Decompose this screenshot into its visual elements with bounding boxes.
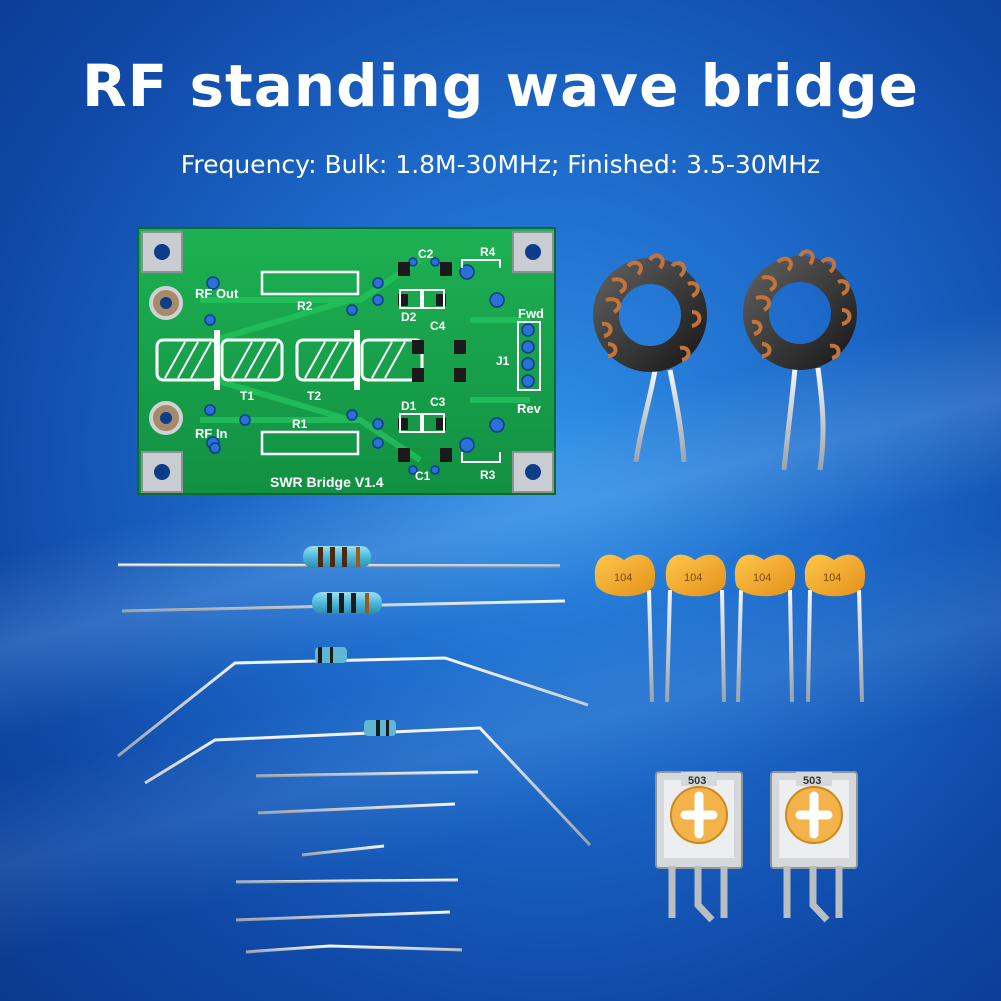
trimmer-code: 503	[803, 775, 821, 787]
ceramic-capacitor: 104	[665, 554, 727, 703]
pcb-ref-d2: D2	[401, 310, 417, 324]
pcb-ref-j1: J1	[496, 354, 510, 368]
pcb-ref-r3: R3	[480, 468, 496, 482]
pcb-ref-t1: T1	[240, 389, 254, 403]
resistor	[121, 592, 566, 614]
capacitor-code: 104	[753, 572, 771, 584]
pcb-label-rev: Rev	[517, 401, 542, 416]
pcb-board: RF Out RF In Fwd Rev SWR Bridge V1.4 R2 …	[137, 227, 556, 495]
page-title: RF standing wave bridge	[82, 52, 919, 120]
capacitor-code: 104	[684, 572, 702, 584]
pcb-ref-c3: C3	[430, 395, 446, 409]
page-subtitle: Frequency: Bulk: 1.8M-30MHz; Finished: 3…	[180, 150, 821, 179]
pcb-label-rf-out: RF Out	[195, 286, 239, 301]
wire-pieces	[235, 770, 479, 954]
diode	[144, 720, 592, 847]
pcb-ref-r1: R1	[292, 417, 308, 431]
pcb-ref-r4: R4	[480, 245, 496, 259]
toroid-transformer	[593, 253, 707, 463]
pcb-ref-d1: D1	[401, 399, 417, 413]
pcb-ref-r2: R2	[297, 299, 313, 313]
pcb-label-fwd: Fwd	[518, 306, 544, 321]
ceramic-capacitor: 104	[734, 554, 796, 703]
pcb-ref-c4: C4	[430, 319, 446, 333]
ceramic-capacitor: 104	[594, 554, 656, 703]
trimmer-code: 503	[688, 775, 706, 787]
toroid-transformer	[743, 249, 857, 471]
pcb-ref-c1: C1	[415, 469, 431, 483]
trimmer-potentiometer: 503	[655, 771, 743, 923]
trimmer-potentiometer: 503	[770, 771, 858, 923]
pcb-board-label: SWR Bridge V1.4	[270, 474, 384, 490]
pcb-ref-c2: C2	[418, 247, 434, 261]
capacitor-code: 104	[823, 572, 841, 584]
resistor	[117, 546, 561, 568]
ceramic-capacitor: 104	[804, 554, 866, 703]
pcb-ref-t2: T2	[307, 389, 321, 403]
capacitor-code: 104	[614, 572, 632, 584]
diode	[117, 647, 589, 758]
pcb-label-rf-in: RF In	[195, 426, 228, 441]
